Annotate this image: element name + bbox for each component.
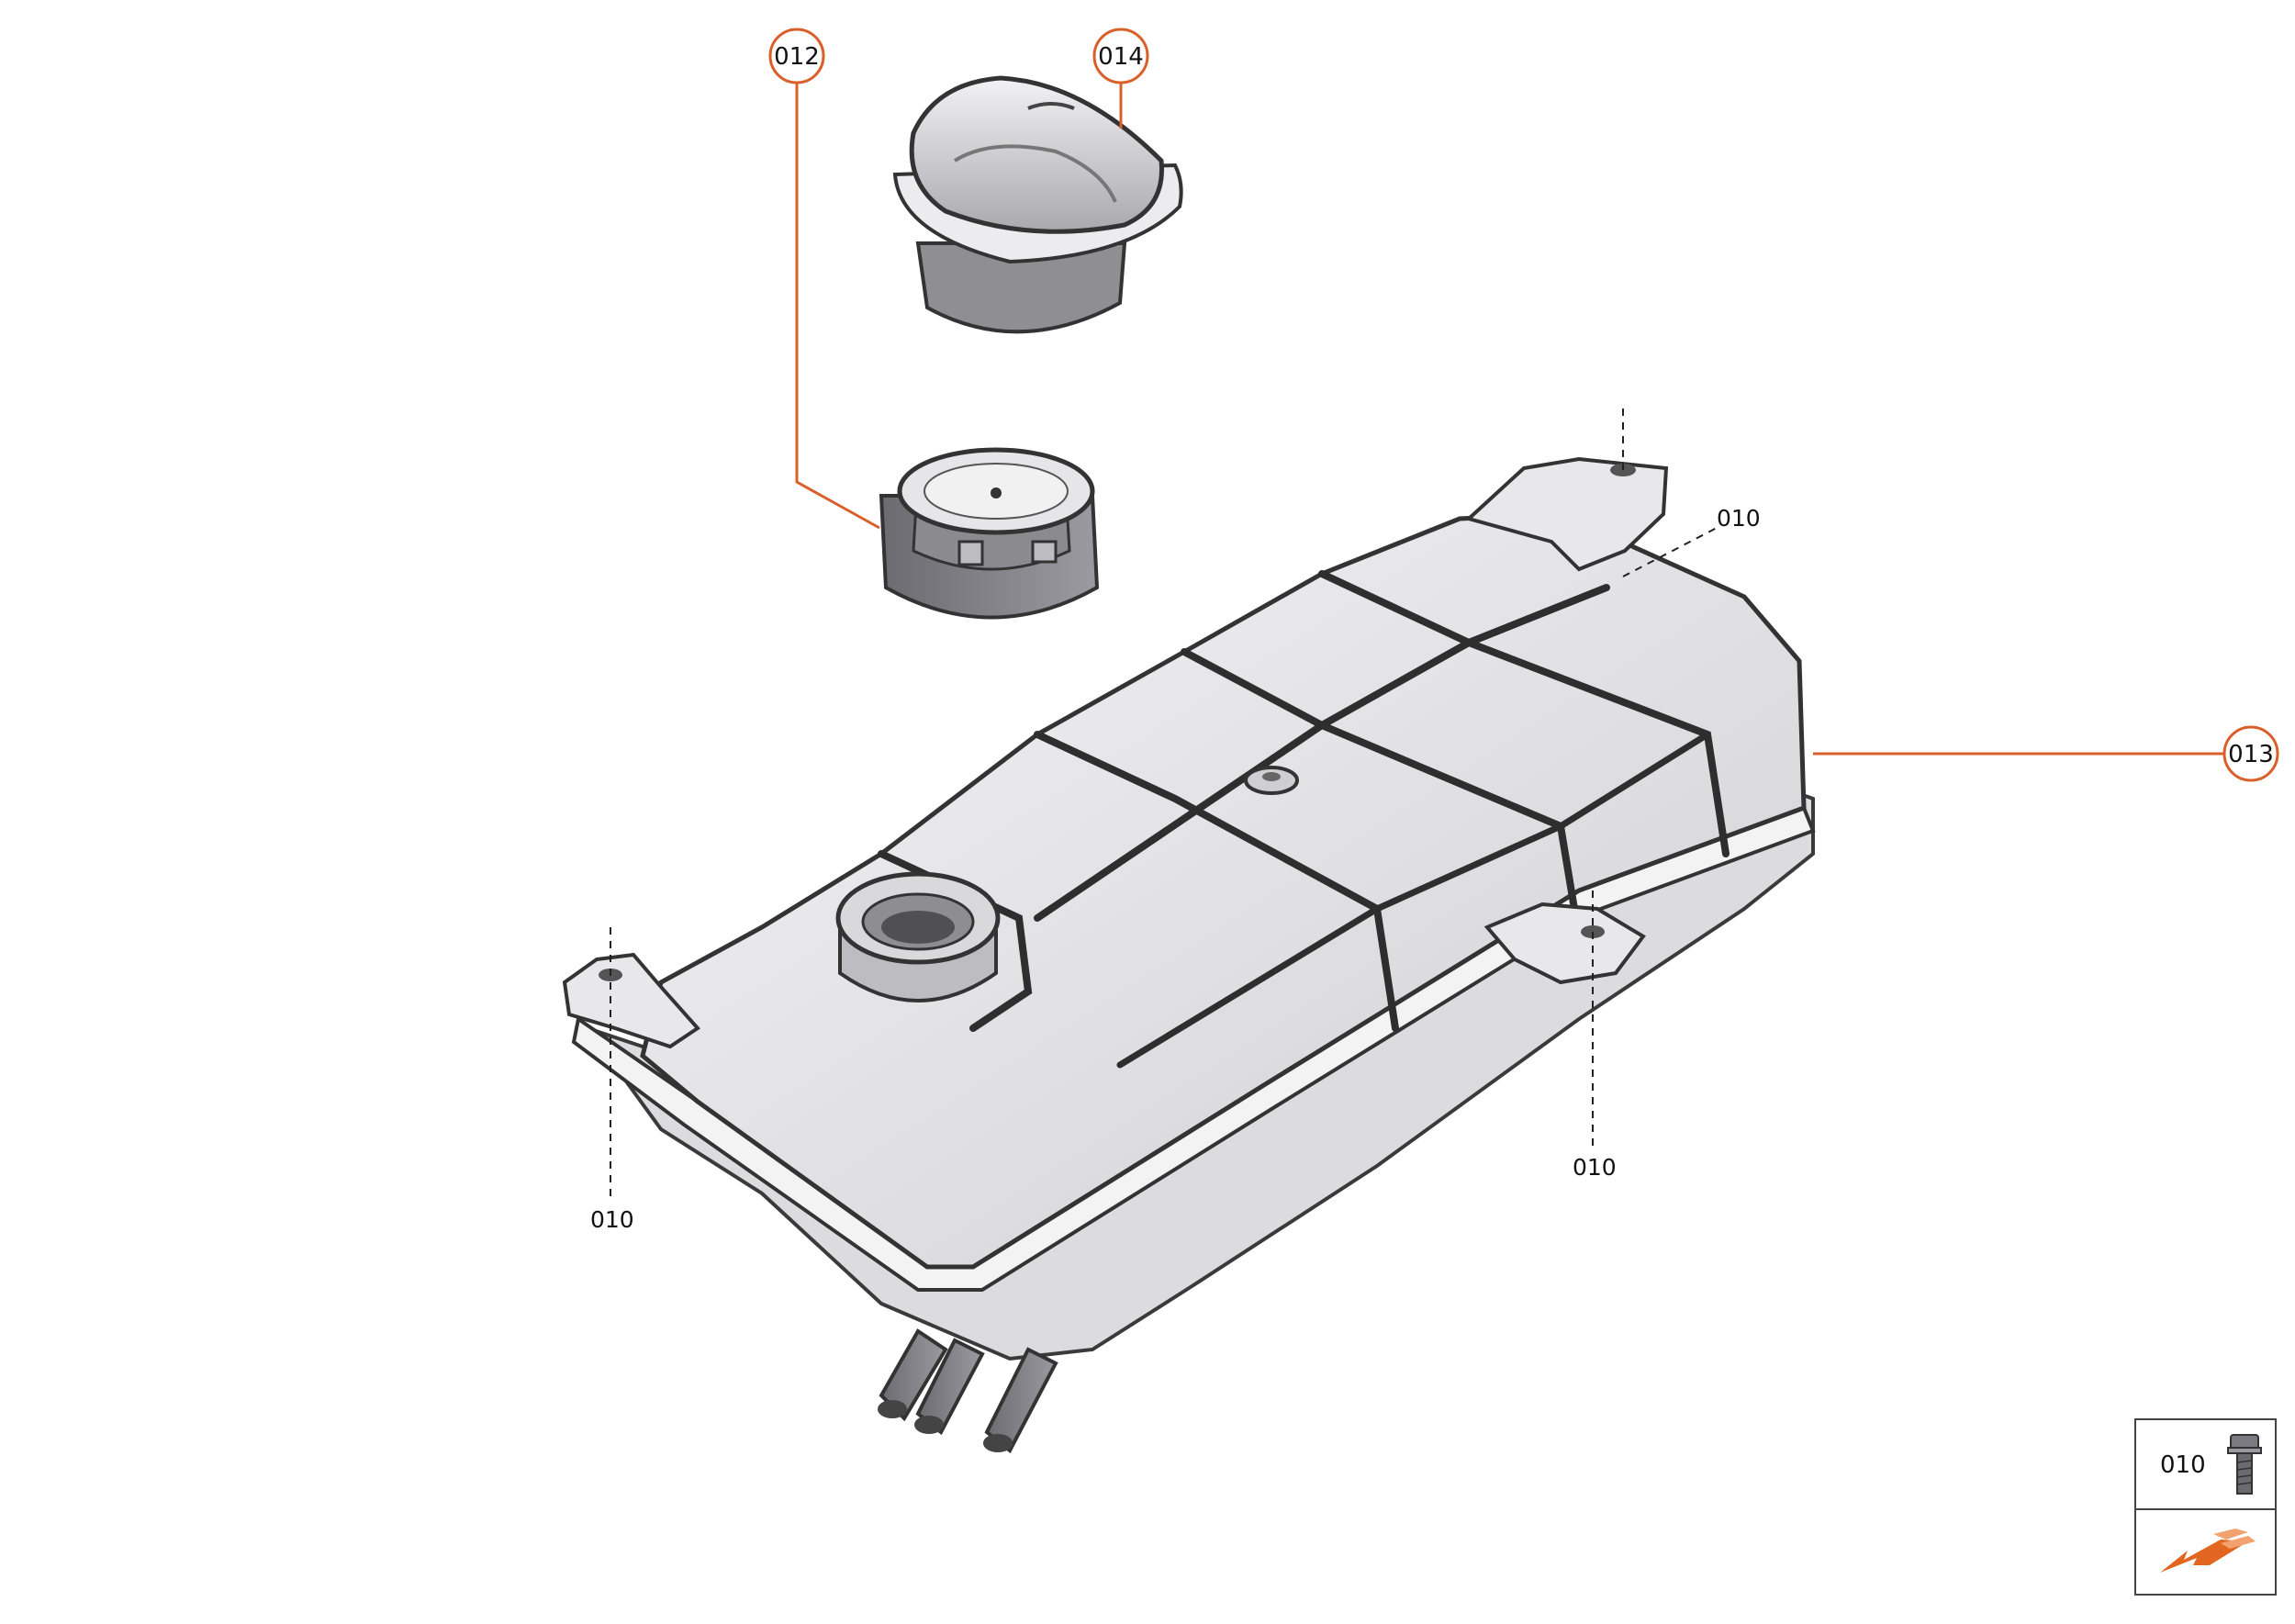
tank-top-body (640, 511, 1807, 1270)
fastener-label-middle-right[interactable]: 010 (1573, 1154, 1617, 1181)
hose-outlets (878, 1328, 1058, 1454)
filler-cap[interactable] (892, 75, 1183, 334)
tank-rib-long-2 (1116, 731, 1711, 1069)
fastener-locator-lines (610, 409, 1718, 1203)
mount-bracket-top (1464, 456, 1669, 572)
fastener-label-bottom-left[interactable]: 010 (590, 1206, 634, 1233)
locator-top-diag (1622, 527, 1718, 577)
callout-012-label: 012 (774, 43, 820, 71)
leader-012 (795, 83, 880, 530)
mount-bracket-right (1483, 902, 1646, 985)
parts-legend: 010 (2134, 1418, 2277, 1596)
fastener-label-top-right[interactable]: 010 (1717, 505, 1761, 532)
callout-014[interactable]: 014 (1092, 28, 1149, 84)
callout-014-label: 014 (1098, 43, 1144, 71)
tank-rib-4 (1318, 570, 1730, 857)
mount-bracket-left (562, 952, 701, 1049)
tank-rib-2 (1034, 731, 1399, 1032)
orientation-arrow-icon (2160, 1529, 2256, 1573)
legend-row-orientation[interactable] (2136, 1508, 2275, 1596)
tank-rib-3 (1181, 648, 1583, 940)
legend-item-number: 010 (2160, 1451, 2206, 1479)
tank-rib-long-1 (1034, 584, 1610, 922)
bolt-icon (2227, 1434, 2262, 1495)
pressure-cap[interactable] (879, 447, 1100, 620)
callout-012[interactable]: 012 (768, 28, 825, 84)
tank-vent-port-hole (1262, 772, 1281, 781)
filler-neck (835, 871, 1001, 1002)
callout-013-label: 013 (2228, 741, 2274, 768)
callout-leaders (795, 83, 2223, 756)
callout-013[interactable]: 013 (2222, 725, 2279, 782)
expansion-tank[interactable] (562, 456, 1816, 1454)
legend-row-fastener[interactable]: 010 (2136, 1420, 2275, 1510)
